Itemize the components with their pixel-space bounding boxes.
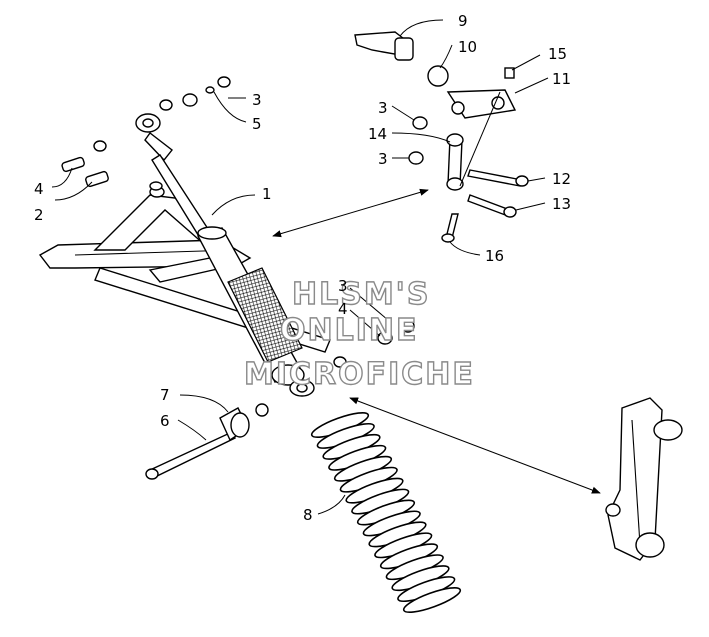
lower-mount-hardware [145, 319, 415, 480]
mount-arrows [272, 188, 601, 494]
callout-4-a: 4 [34, 180, 44, 198]
watermark-line-2: ONLINE [280, 313, 419, 348]
callout-5: 5 [252, 115, 262, 133]
callout-7: 7 [160, 386, 170, 404]
upper-left-hardware [61, 76, 231, 191]
watermark-line-3: MICROFICHE [244, 357, 475, 392]
callout-3-a: 3 [252, 91, 262, 109]
spindle [605, 397, 683, 561]
watermark: HLSM'S ONLINE MICROFICHE [243, 276, 475, 392]
callouts: 1 2 3 3 3 3 4 4 5 6 7 8 9 10 11 12 13 14… [34, 12, 571, 524]
callout-15: 15 [548, 45, 567, 63]
callout-3-c: 3 [378, 150, 388, 168]
callout-16: 16 [485, 247, 504, 265]
leader-lines [51, 19, 549, 515]
callout-12: 12 [552, 170, 571, 188]
callout-9: 9 [458, 12, 468, 30]
callout-3-b: 3 [378, 99, 388, 117]
coil-spring [310, 412, 462, 613]
callout-4-b: 4 [338, 300, 348, 318]
callout-1: 1 [262, 185, 272, 203]
callout-14: 14 [368, 125, 387, 143]
watermark-line-1: HLSM'S [292, 277, 430, 312]
upper-right-hardware [354, 31, 529, 243]
callout-10: 10 [458, 38, 477, 56]
shock-absorber [135, 113, 315, 397]
callout-2: 2 [34, 206, 44, 224]
callout-11: 11 [552, 70, 571, 88]
callout-6: 6 [160, 412, 170, 430]
spring-coil [402, 587, 462, 613]
callout-3-d: 3 [338, 277, 348, 295]
callout-13: 13 [552, 195, 571, 213]
callout-8: 8 [303, 506, 313, 524]
